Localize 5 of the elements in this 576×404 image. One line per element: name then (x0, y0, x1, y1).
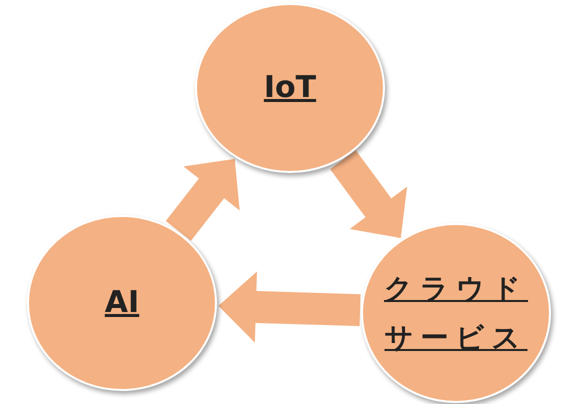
node-label: AI (104, 284, 140, 322)
block-arrow (162, 156, 242, 244)
node-label: クラウドサービス (383, 271, 529, 356)
node-label: IoT (264, 68, 316, 107)
block-arrow (327, 147, 410, 240)
